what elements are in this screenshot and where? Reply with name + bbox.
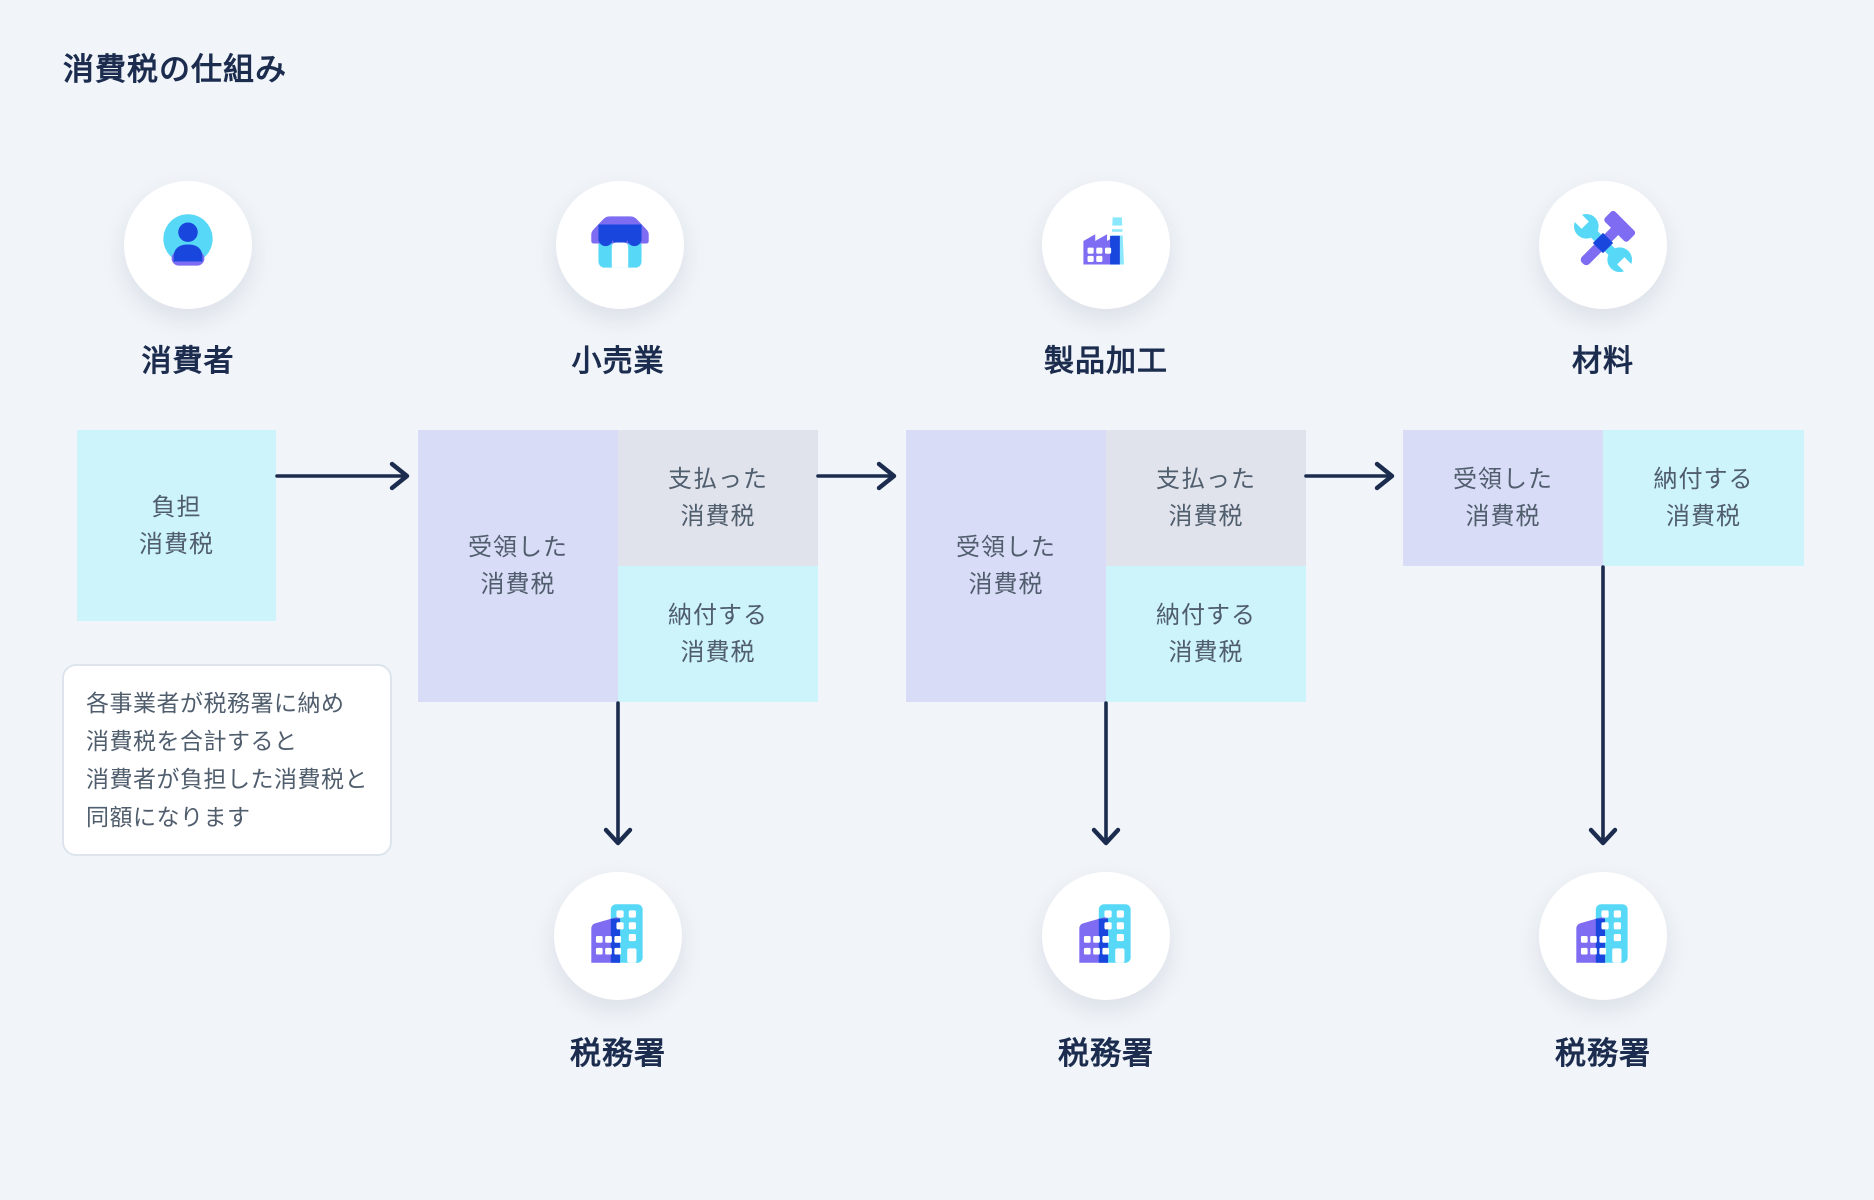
box-consumer-burden: 負担 消費税	[77, 430, 276, 621]
box-retail-remit: 納付する 消費税	[618, 566, 818, 702]
tax-office-label-1: 税務署	[570, 1036, 666, 1071]
tax-office-icon-circle-2	[1042, 872, 1170, 1000]
box-retail-paid: 支払った 消費税	[618, 430, 818, 566]
tax-office-building-icon	[1067, 895, 1145, 978]
tax-office-building-icon	[1564, 895, 1642, 978]
tools-icon	[1564, 204, 1642, 287]
note-card: 各事業者が税務署に納め 消費税を合計すると 消費者が負担した消費税と 同額になり…	[62, 664, 392, 856]
tax-office-label-3: 税務署	[1555, 1036, 1651, 1071]
page-title: 消費税の仕組み	[63, 52, 287, 87]
person-icon	[149, 204, 227, 287]
retail-icon-circle	[556, 181, 684, 309]
tax-office-icon-circle-1	[554, 872, 682, 1000]
box-materials-remit: 納付する 消費税	[1603, 430, 1804, 566]
box-retail-received: 受領した 消費税	[418, 430, 618, 702]
entity-label-materials: 材料	[1572, 345, 1634, 378]
tax-office-icon-circle-3	[1539, 872, 1667, 1000]
tax-office-label-2: 税務署	[1058, 1036, 1154, 1071]
entity-label-processing: 製品加工	[1044, 345, 1168, 378]
box-processing-received: 受領した 消費税	[906, 430, 1106, 702]
box-processing-paid: 支払った 消費税	[1106, 430, 1306, 566]
consumer-icon-circle	[124, 181, 252, 309]
box-processing-remit: 納付する 消費税	[1106, 566, 1306, 702]
factory-icon	[1067, 204, 1145, 287]
entity-label-consumer: 消費者	[141, 345, 235, 378]
materials-icon-circle	[1539, 181, 1667, 309]
box-materials-received: 受領した 消費税	[1403, 430, 1603, 566]
processing-icon-circle	[1042, 181, 1170, 309]
storefront-icon	[581, 204, 659, 287]
tax-office-building-icon	[579, 895, 657, 978]
entity-label-retail: 小売業	[571, 345, 665, 378]
